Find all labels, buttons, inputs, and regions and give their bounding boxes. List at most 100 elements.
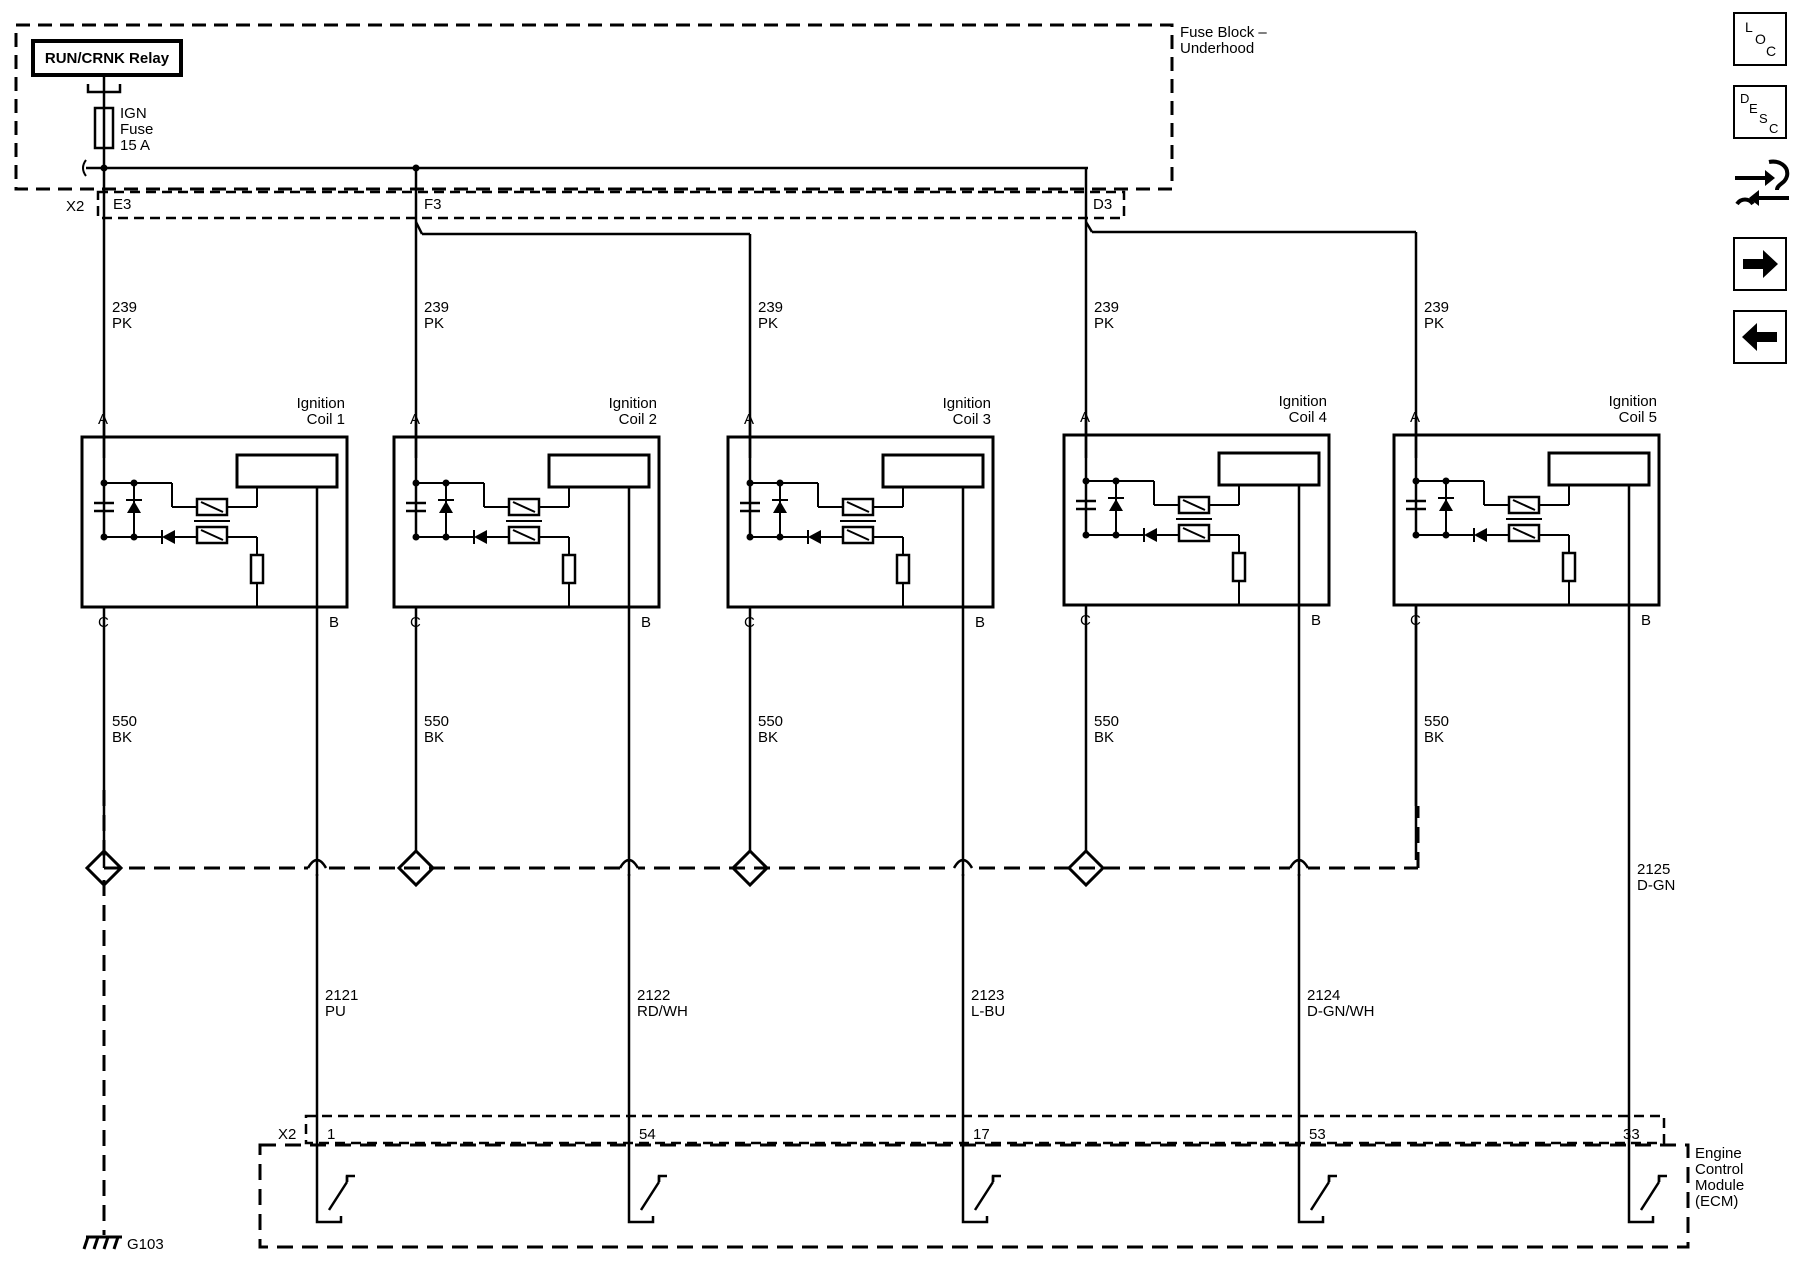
run-crnk-relay [31,39,183,77]
svg-text:C: C [1766,43,1776,59]
coil-3-pin-b: B [975,614,985,631]
coil-2-pin-b: B [641,614,651,631]
coil-3-feed-circuit: 239 [758,299,783,316]
coil-5-title-2: Coil 5 [1619,409,1657,426]
coil-3-signal-circuit: 2123 [971,987,1004,1004]
coil-5-ground-color: BK [1424,729,1444,746]
next-button[interactable] [1733,237,1787,291]
ecm-pin-17: 17 [973,1126,990,1143]
coil-3-title-2: Coil 3 [953,411,991,428]
coil-1-title-2: Coil 1 [307,411,345,428]
svg-text:O: O [1755,31,1766,47]
fuse-block-label-2: Underhood [1180,40,1254,57]
coil-5-ground-circuit: 550 [1424,713,1449,730]
pin-d3: D3 [1093,196,1112,213]
fuse-block-x2-connector [96,190,1126,220]
fuse-block-label-1: Fuse Block – [1180,24,1267,41]
arrow-right-icon [1743,250,1778,278]
ecm-pin-53: 53 [1309,1126,1326,1143]
coil-1-title-1: Ignition [297,395,345,412]
coil-1-ground-circuit: 550 [112,713,137,730]
relay-label: RUN/CRNK Relay [45,50,170,67]
fuse-block-outline [14,23,1174,191]
coil-4-title-1: Ignition [1279,393,1327,410]
loc-icon: L O C [1745,19,1776,59]
svg-text:L: L [1745,19,1753,35]
coil-1-signal-circuit: 2121 [325,987,358,1004]
loc-button[interactable]: L O C [1733,12,1787,66]
coil-4-signal-circuit: 2124 [1307,987,1340,1004]
coil-2-pin-a: A [410,411,420,428]
fuse-block-connector: X2 [66,198,84,215]
coil-1-feed-circuit: 239 [112,299,137,316]
connector-swap-button[interactable] [1731,154,1793,216]
coil-2-feed-color: PK [424,315,444,332]
desc-button[interactable]: D E S C [1733,85,1787,139]
coil-5-pin-b: B [1641,612,1651,629]
coil-5-signal-color: D-GN [1637,877,1675,894]
fuse-label-2: Fuse [120,121,153,138]
ground-symbol-icon [82,1235,122,1250]
coil-3-ground-color: BK [758,729,778,746]
coil-3-ground-circuit: 550 [758,713,783,730]
coil-2-title-1: Ignition [609,395,657,412]
pin-f3: F3 [424,196,442,213]
desc-icon: D E S C [1740,91,1778,136]
coil-5-feed-circuit: 239 [1424,299,1449,316]
pin-e3: E3 [113,196,131,213]
ground-label: G103 [127,1236,164,1253]
svg-text:C: C [1769,121,1778,136]
coil-5-title-1: Ignition [1609,393,1657,410]
coil-3-signal-color: L-BU [971,1003,1005,1020]
coil-5-feed-color: PK [1424,315,1444,332]
coil-3-feed-color: PK [758,315,778,332]
coil-2-ground-circuit: 550 [424,713,449,730]
ecm-label-2: Control [1695,1161,1743,1178]
coil-4-feed-circuit: 239 [1094,299,1119,316]
coil-4-title-2: Coil 4 [1289,409,1327,426]
coil-4-pin-b: B [1311,612,1321,629]
splice-3 [730,848,770,888]
coil-2-ground-color: BK [424,729,444,746]
svg-text:E: E [1749,101,1758,116]
arrow-left-icon [1742,323,1777,351]
coil-1-pin-b: B [329,614,339,631]
coil-4-feed-color: PK [1094,315,1114,332]
coil-3-title-1: Ignition [943,395,991,412]
coil-3-pin-a: A [744,411,754,428]
ecm-pin-33: 33 [1623,1126,1640,1143]
coil-4-signal-color: D-GN/WH [1307,1003,1375,1020]
ecm-outline [258,1143,1690,1249]
fuse-label-3: 15 A [120,137,150,154]
coil-1-ground-color: BK [112,729,132,746]
coil-5-pin-a: A [1410,409,1420,426]
coil-2-signal-circuit: 2122 [637,987,670,1004]
ecm-pin-1: 1 [327,1126,335,1143]
previous-button[interactable] [1733,310,1787,364]
coil-4-pin-a: A [1080,409,1090,426]
coil-2-signal-color: RD/WH [637,1003,688,1020]
coil-1-pin-a: A [98,411,108,428]
ecm-label-4: (ECM) [1695,1193,1738,1210]
svg-text:D: D [1740,91,1749,106]
fuse-label-1: IGN [120,105,147,122]
coil-1-feed-color: PK [112,315,132,332]
ecm-pin-54: 54 [639,1126,656,1143]
ecm-label-3: Module [1695,1177,1744,1194]
ecm-label-1: Engine [1695,1145,1742,1162]
ecm-x2-connector [304,1114,1666,1145]
coil-5-signal-circuit: 2125 [1637,861,1670,878]
coil-4-ground-color: BK [1094,729,1114,746]
ecm-connector: X2 [278,1126,296,1143]
